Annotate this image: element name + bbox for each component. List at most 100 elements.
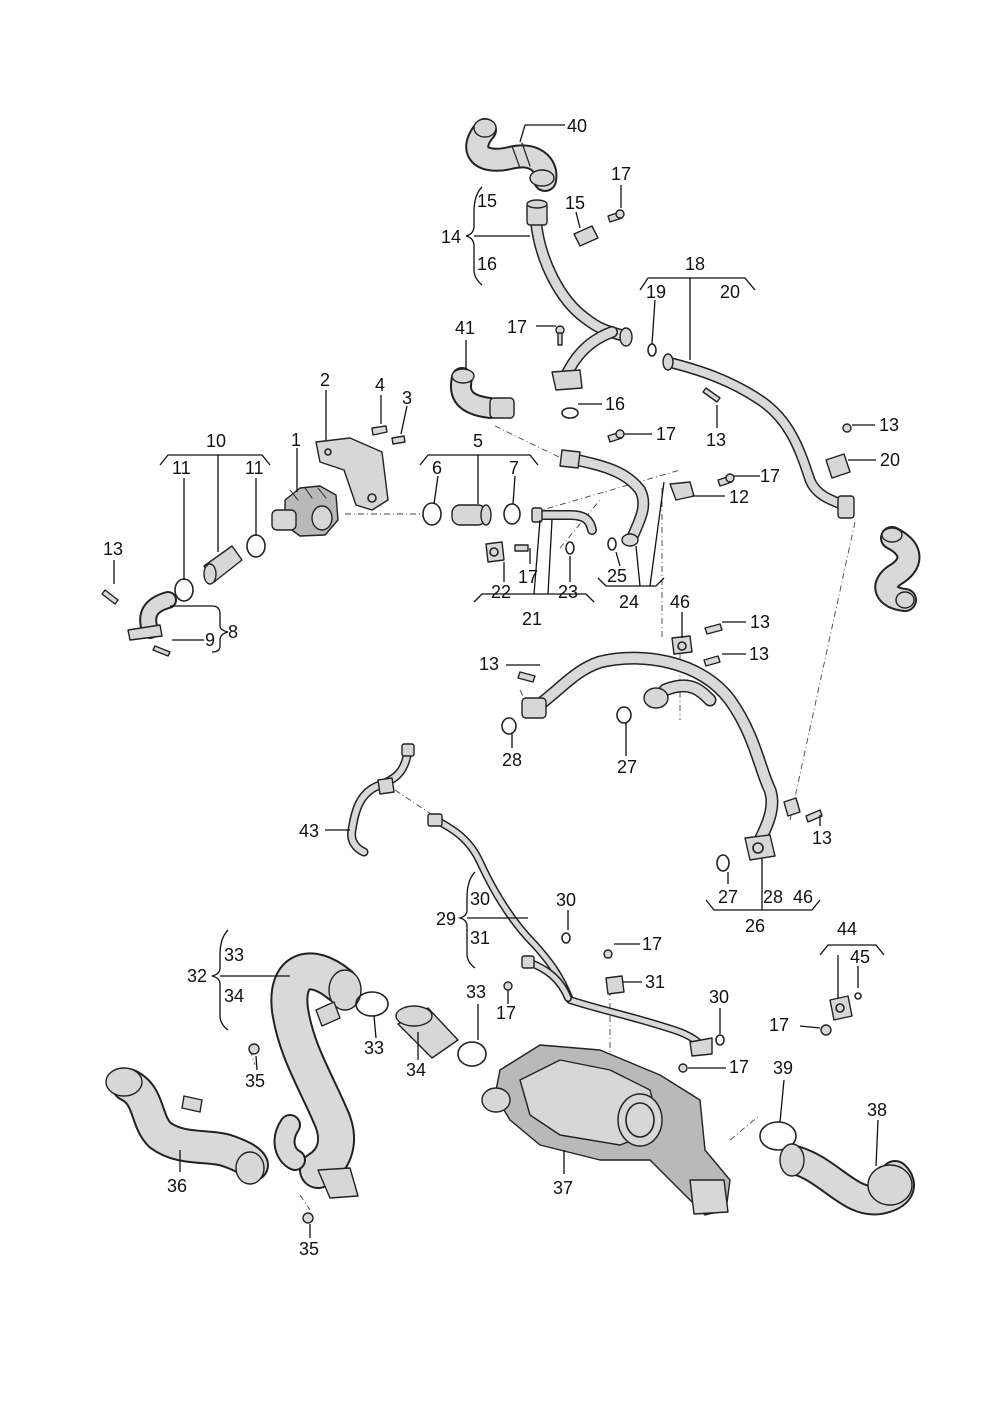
- label-46: 46: [793, 887, 813, 907]
- bolt-3[interactable]: [391, 435, 406, 445]
- seal-30-upper[interactable]: [561, 932, 571, 944]
- bolt-17-bracket12[interactable]: [717, 473, 735, 487]
- seal-30-lower[interactable]: [715, 1034, 725, 1046]
- label-17: 17: [518, 567, 538, 587]
- bolt-13-pipe26-right[interactable]: [703, 655, 721, 667]
- thermostat-housing-37[interactable]: [481, 1044, 731, 1216]
- label-37: 37: [553, 1178, 573, 1198]
- label-27: 27: [617, 757, 637, 777]
- label-20: 20: [720, 282, 740, 302]
- bolt-13-pipe18[interactable]: [702, 387, 721, 403]
- label-43: 43: [299, 821, 319, 841]
- label-19: 19: [646, 282, 666, 302]
- label-46: 46: [670, 592, 690, 612]
- bolt-13-left[interactable]: [101, 589, 119, 605]
- seal-27-mid[interactable]: [616, 706, 632, 724]
- label-34: 34: [224, 986, 244, 1006]
- bolt-4[interactable]: [371, 425, 388, 436]
- label-32: 32: [187, 966, 207, 986]
- water-pump-1[interactable]: [271, 485, 339, 537]
- clamp-11-left[interactable]: [174, 578, 194, 602]
- label-28: 28: [763, 887, 783, 907]
- pipe-32[interactable]: [270, 952, 362, 1199]
- label-17: 17: [611, 164, 631, 184]
- clamp-39[interactable]: [759, 1121, 797, 1151]
- elbow-8[interactable]: [127, 591, 177, 641]
- label-15: 15: [477, 191, 497, 211]
- label-10: 10: [206, 431, 226, 451]
- label-14: 14: [441, 227, 461, 247]
- clip-44[interactable]: [829, 995, 853, 1021]
- elbow-41[interactable]: [450, 367, 515, 419]
- bracket-20[interactable]: [825, 423, 852, 479]
- bolt-17-pipe24[interactable]: [607, 429, 625, 443]
- hose-10[interactable]: [203, 545, 243, 585]
- bracket-12[interactable]: [669, 481, 695, 501]
- hose-42[interactable]: [874, 526, 921, 612]
- clamp-11-right[interactable]: [246, 534, 266, 558]
- bolt-13-clip46[interactable]: [704, 623, 723, 635]
- bolt-17-pipe29[interactable]: [503, 981, 513, 991]
- bolt-13-pipe26-left[interactable]: [517, 671, 536, 683]
- bracket-2[interactable]: [315, 437, 389, 511]
- label-40: 40: [567, 116, 587, 136]
- seal-16[interactable]: [561, 407, 579, 419]
- hose-5[interactable]: [451, 504, 492, 526]
- pipe-24[interactable]: [559, 449, 650, 547]
- pipe-26[interactable]: [521, 651, 801, 861]
- hose-38[interactable]: [779, 1143, 915, 1216]
- hose-36[interactable]: [105, 1067, 269, 1185]
- clip-22[interactable]: [485, 541, 505, 563]
- seal-25[interactable]: [607, 537, 617, 551]
- bolt-17-pipe29-end[interactable]: [678, 1063, 688, 1073]
- label-17: 17: [769, 1015, 789, 1035]
- label-27: 27: [718, 887, 738, 907]
- hose-40[interactable]: [465, 118, 558, 192]
- seal-27-low[interactable]: [716, 854, 730, 872]
- pipe-29[interactable]: [427, 813, 713, 1057]
- sleeve-34[interactable]: [395, 1005, 459, 1059]
- label-16: 16: [605, 394, 625, 414]
- label-24: 24: [619, 592, 639, 612]
- pin-9[interactable]: [152, 645, 171, 657]
- clamp-33-left[interactable]: [355, 991, 389, 1017]
- nut-45[interactable]: [854, 992, 862, 1000]
- pipe-18[interactable]: [647, 343, 855, 519]
- label-17: 17: [656, 424, 676, 444]
- hose-43[interactable]: [347, 743, 415, 857]
- bolt-13-pipe26-lower[interactable]: [805, 809, 823, 823]
- label-35: 35: [245, 1071, 265, 1091]
- seal-28-left[interactable]: [501, 717, 517, 735]
- label-13: 13: [879, 415, 899, 435]
- label-30: 30: [470, 889, 490, 909]
- pipe-14[interactable]: [526, 199, 633, 391]
- seal-23[interactable]: [565, 541, 575, 555]
- bolt-35-lower[interactable]: [302, 1212, 314, 1224]
- label-28: 28: [502, 750, 522, 770]
- label-44: 44: [837, 919, 857, 939]
- label-18: 18: [685, 254, 705, 274]
- nut-17-lower[interactable]: [820, 1024, 832, 1036]
- clip-15[interactable]: [573, 225, 599, 247]
- label-9: 9: [205, 630, 215, 650]
- clip-31[interactable]: [605, 975, 625, 995]
- clip-46[interactable]: [671, 635, 693, 655]
- label-13: 13: [103, 539, 123, 559]
- label-34: 34: [406, 1060, 426, 1080]
- bolt-17-upper[interactable]: [607, 209, 625, 223]
- clamp-7[interactable]: [503, 503, 521, 525]
- label-36: 36: [167, 1176, 187, 1196]
- label-41: 41: [455, 318, 475, 338]
- bolt-17-clip22[interactable]: [514, 544, 529, 552]
- label-2: 2: [320, 370, 330, 390]
- clamp-6[interactable]: [422, 502, 442, 526]
- bolt-35-upper[interactable]: [248, 1043, 260, 1055]
- bolt-17-clip31[interactable]: [603, 949, 613, 959]
- label-3: 3: [402, 388, 412, 408]
- bolt-17-mid[interactable]: [555, 325, 565, 346]
- label-17: 17: [507, 317, 527, 337]
- clamp-33-right[interactable]: [457, 1041, 487, 1067]
- callout-labels: 40 17 15 15 14 16 18 19 20 41 17 16 2 4 …: [103, 116, 900, 1259]
- pipe-21[interactable]: [531, 507, 597, 535]
